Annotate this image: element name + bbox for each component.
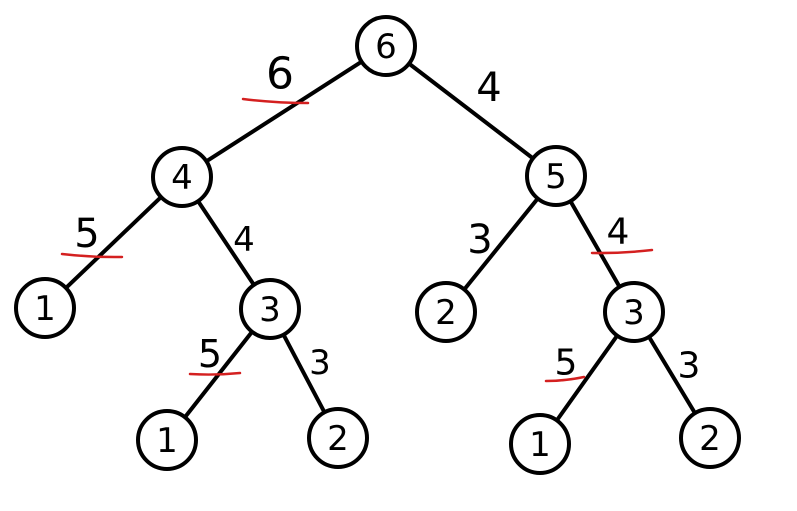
node-circle-root [355, 15, 417, 77]
tree-node-right-left: 2 [415, 281, 477, 343]
edge-label-underline-left-right-to-left-right-left [188, 371, 242, 376]
tree-node-right-right-right: 2 [679, 407, 741, 469]
node-circle-left-right-right [307, 407, 369, 469]
tree-node-root: 6 [355, 15, 417, 77]
edge-left-to-left-left [63, 195, 164, 290]
node-circle-left-right-left [136, 409, 198, 471]
node-circle-right [525, 145, 587, 207]
node-label-right-right: 3 [623, 293, 645, 333]
node-label-left: 4 [171, 158, 193, 198]
tree-node-left-right-left: 1 [136, 409, 198, 471]
node-circle-left [151, 146, 213, 208]
edge-label-left-right-to-left-right-left: 5 [198, 332, 222, 376]
edge-label-right-right-to-right-right-left: 5 [555, 343, 578, 384]
edge-left-right-to-left-right-right [281, 332, 327, 415]
tree-node-left: 4 [151, 146, 213, 208]
edge-label-underline-left-to-left-left [60, 252, 124, 259]
node-circle-right-left [415, 281, 477, 343]
node-label-left-right-left: 1 [156, 421, 178, 461]
node-label-root: 6 [375, 27, 397, 67]
node-label-right-right-left: 1 [529, 425, 551, 465]
node-label-right: 5 [545, 157, 567, 197]
node-circle-right-right-right [679, 407, 741, 469]
tree-node-right-right-left: 1 [509, 413, 571, 475]
node-circle-left-left [14, 277, 76, 339]
edge-label-underline-root-to-left [241, 97, 310, 105]
edge-label-left-to-left-right: 4 [233, 220, 255, 260]
edge-root-to-left [204, 59, 364, 164]
node-label-right-left: 2 [435, 293, 457, 333]
edge-label-right-to-right-left: 3 [467, 217, 492, 263]
node-label-left-left: 1 [34, 289, 56, 329]
edges-layer [63, 59, 698, 423]
node-label-left-right: 3 [259, 290, 281, 330]
edge-right-right-to-right-right-right [646, 334, 698, 416]
edge-label-root-to-left: 6 [266, 49, 294, 100]
edge-label-right-to-right-right: 4 [607, 212, 630, 253]
edge-root-to-right [407, 61, 535, 161]
tree-node-left-right: 3 [239, 278, 301, 340]
node-circle-left-right [239, 278, 301, 340]
edge-label-right-right-to-right-right-right: 3 [678, 346, 701, 387]
edge-label-underline-right-right-to-right-right-left [544, 375, 586, 383]
edge-label-underline-right-to-right-right [590, 248, 654, 255]
node-label-left-right-right: 2 [327, 419, 349, 459]
edge-left-to-left-right [196, 199, 256, 287]
node-label-right-right-right: 2 [699, 419, 721, 459]
node-circle-right-right [603, 281, 665, 343]
node-circle-right-right-left [509, 413, 571, 475]
tree-node-right-right: 3 [603, 281, 665, 343]
tree-node-left-left: 1 [14, 277, 76, 339]
edge-right-to-right-right [568, 199, 622, 289]
tree-node-right: 5 [525, 145, 587, 207]
edge-label-left-right-to-left-right-right: 3 [309, 343, 331, 383]
tree-node-left-right-right: 2 [307, 407, 369, 469]
edge-label-left-to-left-left: 5 [74, 211, 99, 257]
edge-label-root-to-right: 4 [476, 65, 501, 111]
edge-right-to-right-left [462, 196, 540, 292]
edge-right-right-to-right-right-left [554, 333, 620, 423]
